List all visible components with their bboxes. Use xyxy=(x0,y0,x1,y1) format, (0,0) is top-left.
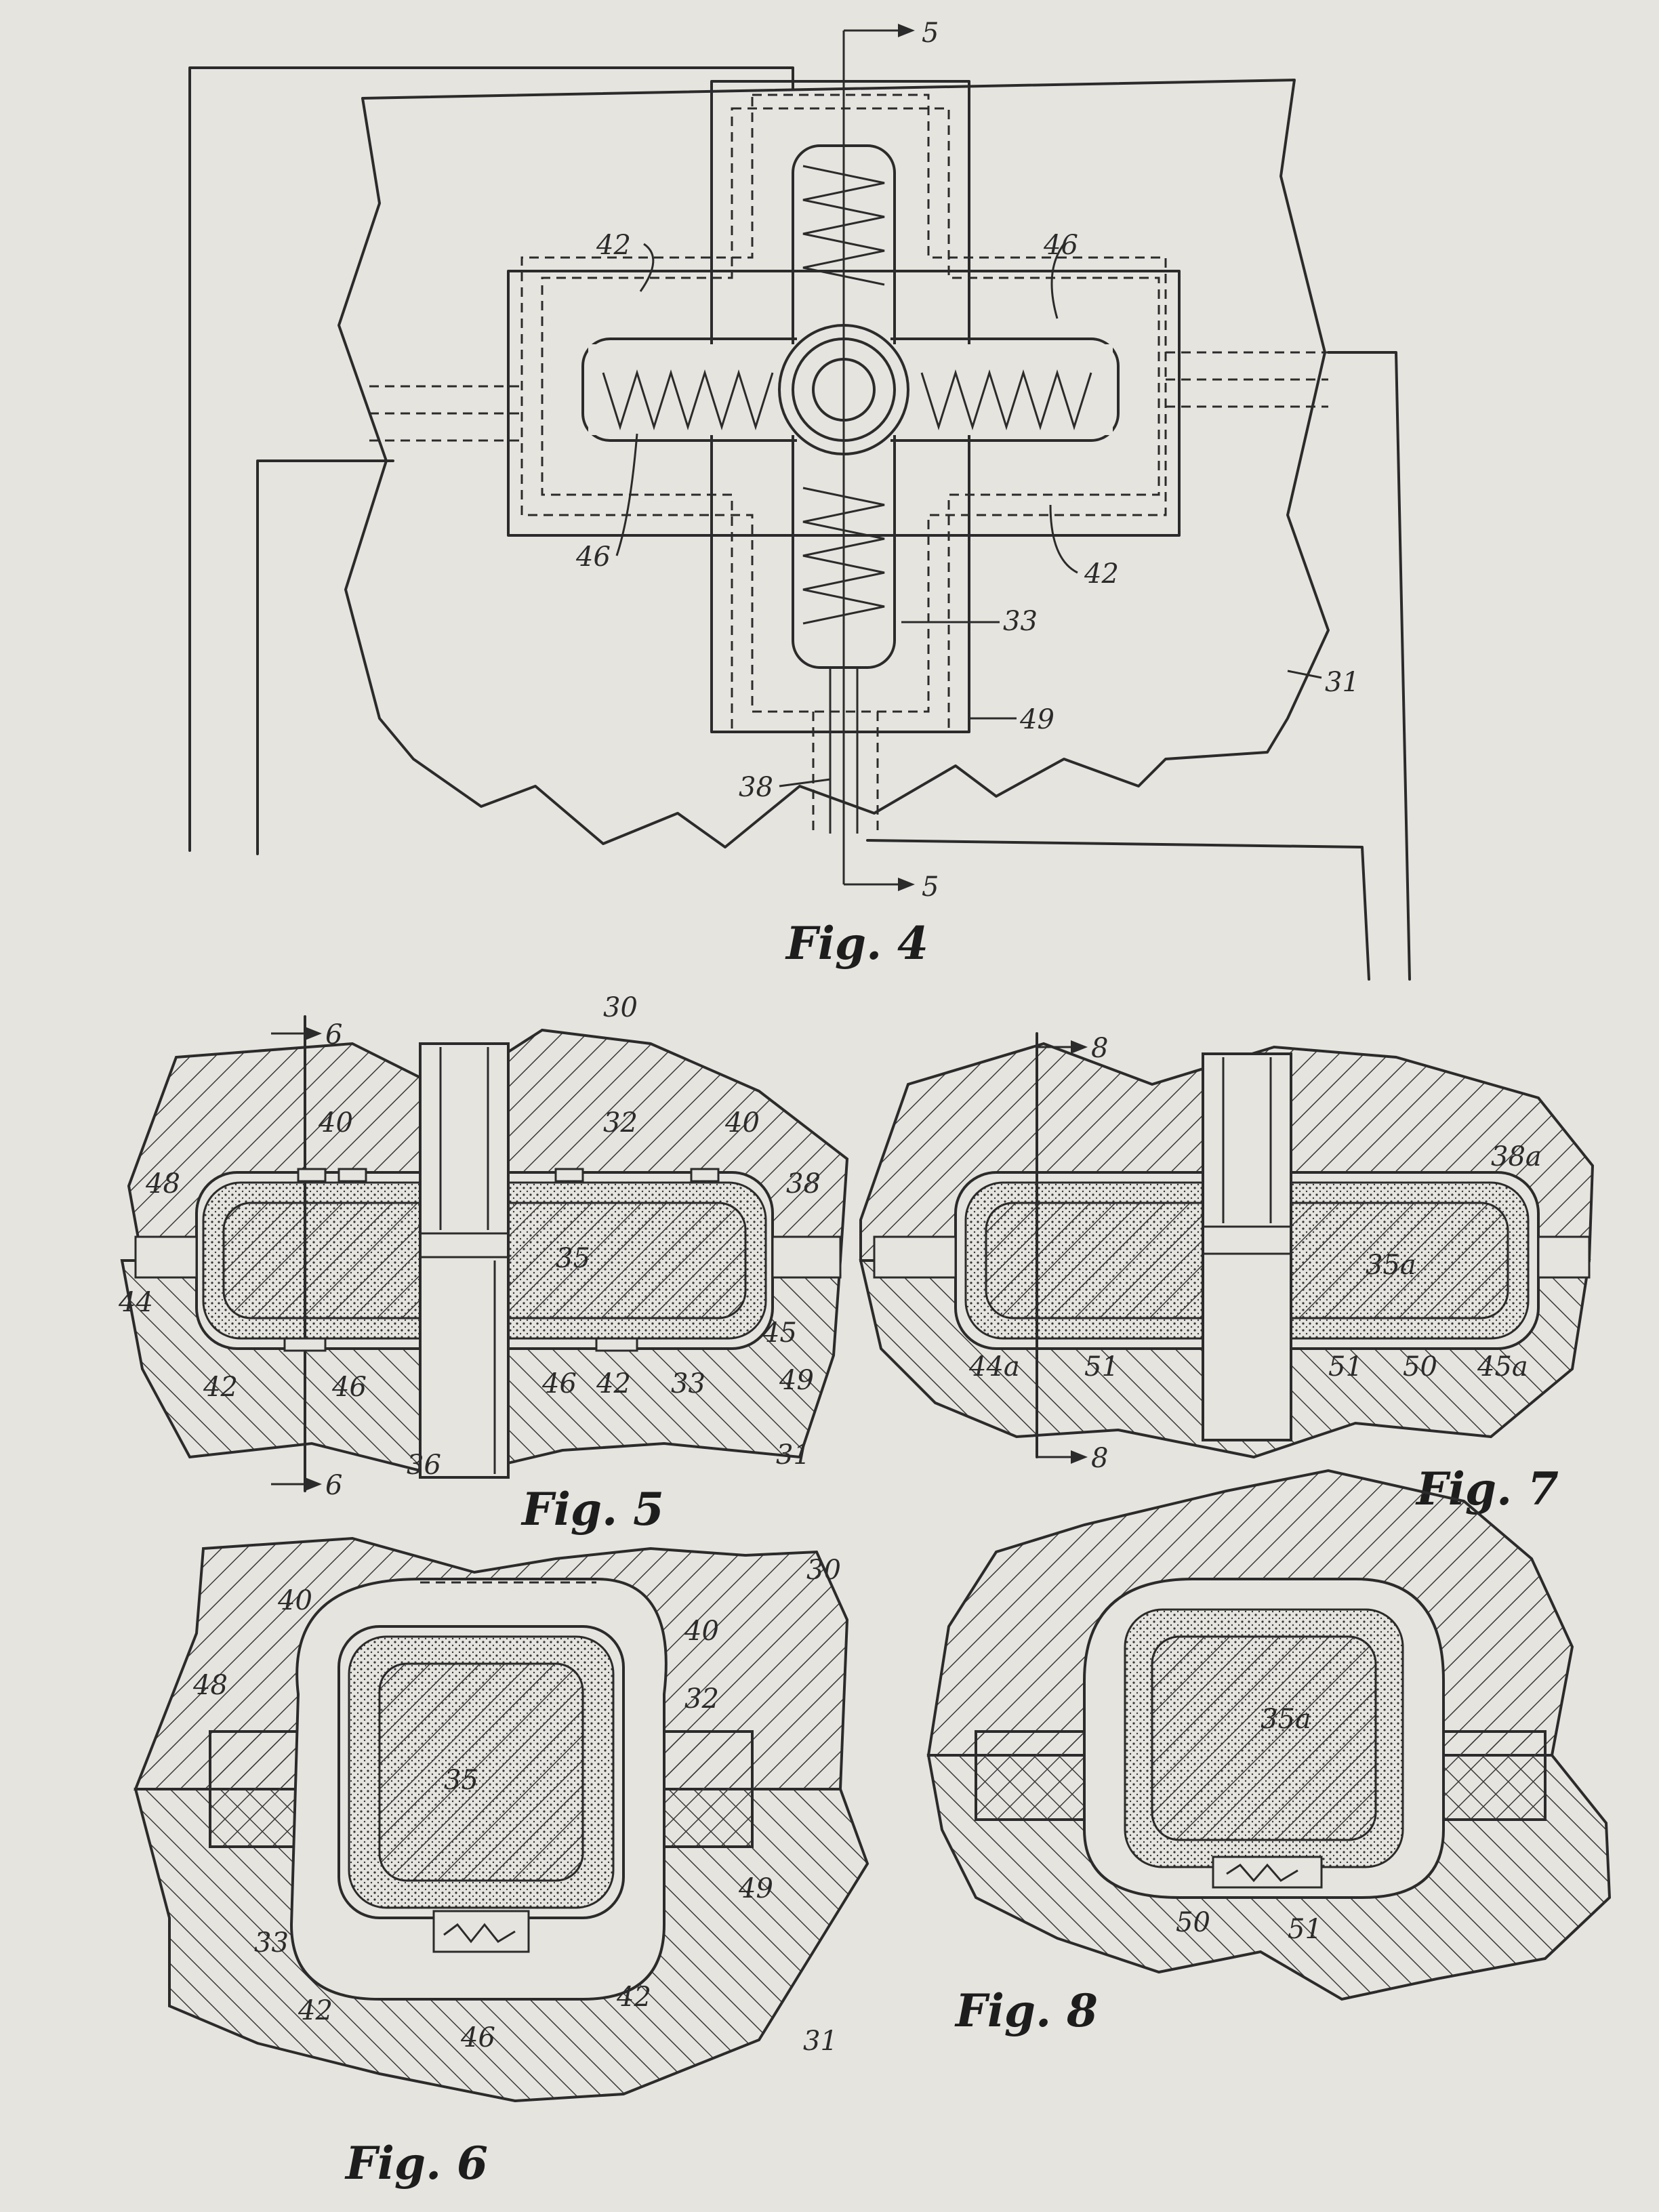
fig6-label: 35 xyxy=(444,1765,478,1796)
fig5-label: 36 xyxy=(407,1450,441,1481)
fig5-label: 31 xyxy=(776,1439,811,1471)
fig7-label: 8 xyxy=(1091,1443,1108,1474)
fig7-label: 8 xyxy=(1091,1033,1108,1064)
fig8-label: 50 xyxy=(1176,1907,1210,1938)
fig8-label: 51 xyxy=(1288,1914,1322,1945)
fig6-label: 49 xyxy=(738,1873,773,1904)
fig5-label: 33 xyxy=(671,1368,705,1399)
fig6-label: 33 xyxy=(254,1927,289,1959)
fig6-label: 30 xyxy=(806,1555,841,1586)
fig5-label: 49 xyxy=(779,1365,814,1396)
fig8-label: 35a xyxy=(1261,1704,1311,1735)
fig5-label: 42 xyxy=(596,1368,631,1399)
fig6-label: 42 xyxy=(298,1995,333,2026)
fig7-label: 51 xyxy=(1328,1351,1363,1382)
fig5-label: 40 xyxy=(724,1107,760,1139)
figure-4: 5 5 42 46 46 42 33 31 49 38 Fig. 4 xyxy=(188,18,1411,981)
fig4-label: 5 xyxy=(922,872,939,903)
fig4-caption: Fig. 4 xyxy=(785,917,928,970)
figure-8: 35a 50 51 Fig. 8 xyxy=(926,1469,1612,2037)
fig4-label: 46 xyxy=(575,541,611,573)
fig6-label: 46 xyxy=(460,2022,495,2053)
fig7-label: 44a xyxy=(968,1351,1020,1382)
fig6-label: 40 xyxy=(277,1585,312,1616)
fig4-label: 42 xyxy=(1084,558,1119,590)
fig4-label: 46 xyxy=(1043,230,1078,261)
fig5-label: 46 xyxy=(331,1372,367,1403)
fig5-caption: Fig. 5 xyxy=(520,1483,664,1536)
fig6-caption: Fig. 6 xyxy=(344,2137,488,2190)
fig5-label: 46 xyxy=(541,1368,577,1399)
fig5-label: 45 xyxy=(762,1317,797,1349)
figure-5: 6 6 30 40 32 40 48 38 35 44 42 46 46 42 … xyxy=(118,992,849,1536)
figure-6: 40 30 40 32 48 35 49 33 42 46 42 31 Fig.… xyxy=(134,1536,869,2190)
fig5-label: 30 xyxy=(603,992,638,1023)
fig7-label: 38a xyxy=(1491,1141,1542,1172)
fig6-label: 32 xyxy=(684,1683,719,1715)
fig5-label: 6 xyxy=(325,1470,342,1501)
fig7-label: 35a xyxy=(1366,1250,1416,1281)
fig5-label: 48 xyxy=(145,1168,180,1200)
fig6-label: 42 xyxy=(616,1982,651,2013)
fig5-label: 40 xyxy=(318,1107,353,1139)
figure-7: 8 8 38a 35a 44a 51 51 50 45a Fig. 7 xyxy=(859,1032,1595,1515)
fig7-label: 45a xyxy=(1477,1351,1528,1382)
fig7-label: 51 xyxy=(1084,1351,1119,1382)
fig5-label: 32 xyxy=(603,1107,638,1139)
fig5-label: 42 xyxy=(203,1372,238,1403)
fig7-label: 50 xyxy=(1403,1351,1437,1382)
fig6-label: 40 xyxy=(684,1616,719,1647)
fig6-label: 31 xyxy=(803,2026,838,2057)
fig5-label: 38 xyxy=(786,1168,821,1200)
fig5-label: 6 xyxy=(325,1019,342,1050)
fig4-label: 5 xyxy=(922,18,939,49)
fig5-label: 44 xyxy=(118,1287,153,1318)
fig6-label: 48 xyxy=(192,1670,228,1701)
fig4-label: 42 xyxy=(596,230,631,261)
fig8-caption: Fig. 8 xyxy=(954,1984,1098,2037)
fig4-label: 31 xyxy=(1325,667,1359,698)
fig5-label: 35 xyxy=(556,1243,590,1274)
fig4-label: 33 xyxy=(1003,606,1038,637)
fig4-label: 49 xyxy=(1019,704,1054,735)
fig4-label: 38 xyxy=(739,772,773,803)
